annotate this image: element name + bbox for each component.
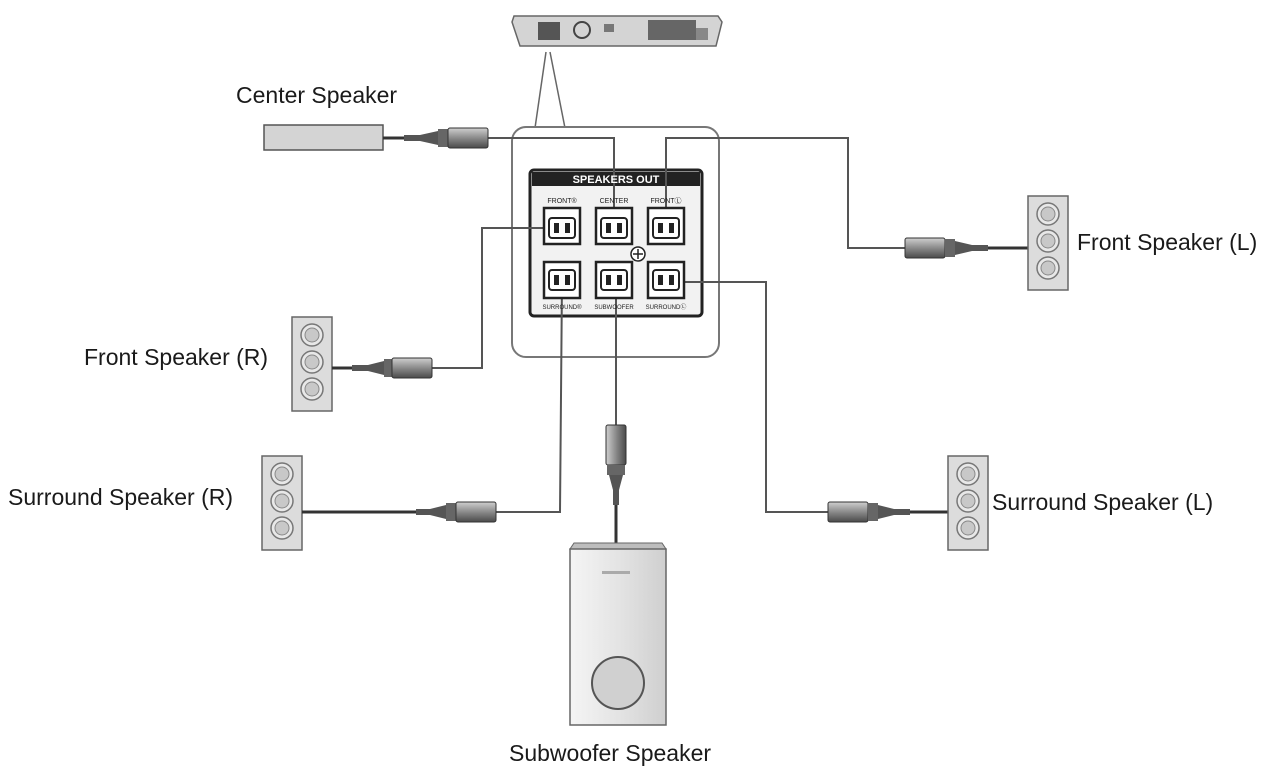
surround-left-speaker xyxy=(947,455,989,551)
wire-front-right xyxy=(432,227,562,369)
terminal-label-front-l: FRONTⓁ xyxy=(650,197,681,205)
terminal-center xyxy=(594,206,634,246)
front-right-plug xyxy=(352,357,433,379)
label-surround-speaker-right: Surround Speaker (R) xyxy=(8,484,233,510)
terminal-front-l xyxy=(646,206,686,246)
label-center-speaker: Center Speaker xyxy=(236,82,398,108)
wire-surround-right xyxy=(496,279,563,513)
surround-right-plug xyxy=(416,501,497,523)
surround-right-speaker xyxy=(261,455,416,551)
terminal-surround-r xyxy=(542,260,582,300)
callout-line xyxy=(534,51,547,129)
subwoofer-speaker xyxy=(569,542,667,726)
wire-front-left xyxy=(665,137,905,249)
label-front-speaker-right: Front Speaker (R) xyxy=(84,344,269,370)
wire-center xyxy=(488,137,615,230)
label-subwoofer-speaker: Subwoofer Speaker xyxy=(509,740,712,766)
label-front-speaker-left: Front Speaker (L) xyxy=(1077,229,1258,255)
terminal-label-surround-l: SURROUNDⓁ xyxy=(646,303,687,311)
panel-title: SPEAKERS OUT xyxy=(573,174,660,186)
terminal-label-subwoofer: SUBWOOFER xyxy=(594,305,634,311)
subwoofer-plug xyxy=(605,424,627,543)
terminal-label-center: CENTER xyxy=(600,198,629,205)
label-surround-speaker-left: Surround Speaker (L) xyxy=(992,489,1214,515)
front-left-plug xyxy=(904,237,1028,259)
center-speaker xyxy=(263,124,404,151)
speaker-wires xyxy=(432,137,905,513)
terminal-front-r xyxy=(542,206,582,246)
front-left-speaker xyxy=(1027,195,1069,291)
surround-left-plug xyxy=(827,501,948,523)
callout-line xyxy=(549,51,566,129)
terminal-label-surround-r: SURROUND® xyxy=(542,304,582,311)
terminal-surround-l xyxy=(646,260,686,300)
wire-surround-left xyxy=(670,281,828,513)
center-plug xyxy=(404,127,489,149)
terminal-label-front-r: FRONT® xyxy=(547,197,577,205)
front-right-speaker xyxy=(291,316,352,412)
main-unit xyxy=(511,15,723,47)
ground-screw-icon xyxy=(630,246,646,262)
terminal-subwoofer xyxy=(594,260,634,300)
